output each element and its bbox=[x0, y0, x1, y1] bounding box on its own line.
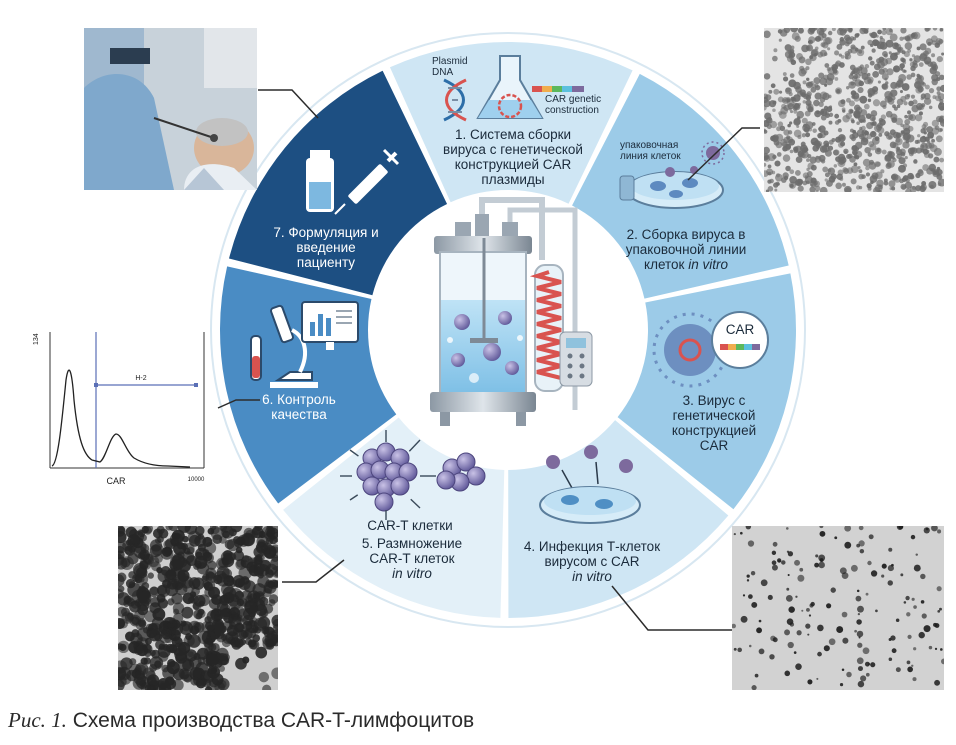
histogram-x-label: CAR bbox=[106, 476, 126, 486]
caption-text: Схема производства CAR-T-лимфоцитов bbox=[72, 709, 475, 732]
car-genetic-label: CAR genetic construction bbox=[545, 94, 604, 116]
syringe-icon bbox=[334, 148, 400, 215]
packaging-cells-micrograph bbox=[764, 28, 944, 192]
car-t-cells-label: CAR-T клетки bbox=[367, 518, 452, 533]
bioreactor-icon bbox=[430, 197, 593, 426]
caption-lead: Рис. 1. bbox=[8, 708, 67, 732]
figure-caption: Рис. 1. Схема производства CAR-T-лимфоци… bbox=[8, 708, 474, 733]
histogram-gate-label: H-2 bbox=[135, 375, 146, 382]
car-t-cell-cluster-icon bbox=[340, 430, 486, 520]
car-gene-strip-icon bbox=[532, 86, 584, 92]
connector-lines bbox=[217, 89, 760, 631]
packaging-line-label: упаковочная линия клеток bbox=[620, 140, 681, 162]
petri-dish-icon bbox=[619, 166, 724, 209]
vial-icon bbox=[306, 150, 334, 212]
ring-segment-7 bbox=[229, 70, 448, 296]
microscope-icon bbox=[250, 304, 318, 388]
virus-with-car-icon bbox=[652, 311, 769, 388]
virus-infection-icon bbox=[539, 445, 641, 524]
flow-cytometry-histogram: H-2 CAR 10000 134 bbox=[33, 332, 205, 486]
virus-icon-small bbox=[701, 141, 725, 165]
dna-helix-icon bbox=[443, 78, 467, 122]
infected-t-cells-micrograph bbox=[732, 526, 944, 690]
flask-icon bbox=[476, 55, 544, 119]
car-badge: CAR bbox=[726, 322, 755, 337]
histogram-x-max-label: 10000 bbox=[188, 477, 205, 483]
histogram-y-label: 134 bbox=[33, 333, 40, 345]
plasmid-dna-label: Plasmid DNA bbox=[432, 56, 470, 78]
car-t-expansion-micrograph bbox=[118, 526, 278, 690]
monitor-chart-icon bbox=[301, 301, 359, 350]
patient-procedure-photo bbox=[84, 28, 257, 190]
